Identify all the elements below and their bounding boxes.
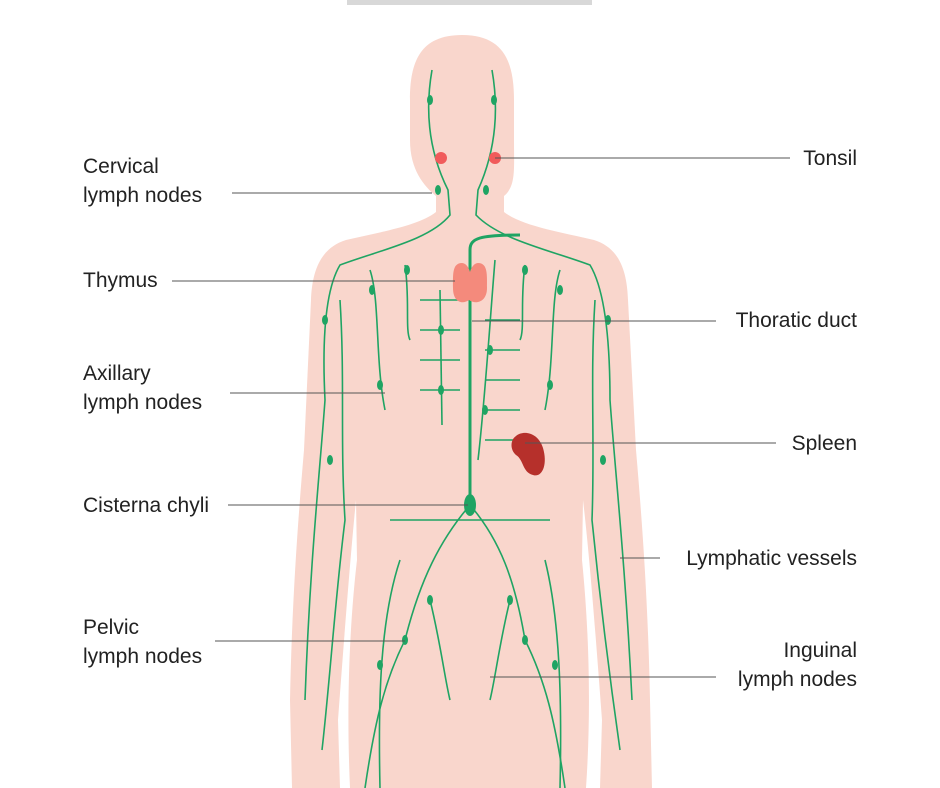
label-inguinal-lymph-nodes: Inguinal lymph nodes [738, 636, 857, 694]
label-axillary-lymph-nodes: Axillary lymph nodes [83, 359, 202, 417]
label-pelvic-lymph-nodes: Pelvic lymph nodes [83, 613, 202, 671]
label-lymphatic-vessels: Lymphatic vessels [686, 547, 857, 570]
label-tonsil: Tonsil [803, 147, 857, 170]
spleen [511, 432, 545, 476]
label-cervical-lymph-nodes: Cervical lymph nodes [83, 152, 202, 210]
label-line: lymph nodes [83, 645, 203, 668]
label-line: lymph nodes [737, 668, 857, 691]
tonsil-left [435, 152, 447, 164]
thoracic-duct [468, 233, 521, 505]
label-thoratic-duct: Thoratic duct [735, 309, 857, 332]
label-line: Axillary [83, 362, 151, 385]
cisterna-chyli [464, 494, 476, 516]
lymph-nodes [322, 95, 611, 670]
leader-lines [172, 157, 790, 678]
label-cisterna-chyli: Cisterna chyli [83, 494, 210, 517]
label-line: Pelvic [83, 616, 140, 639]
label-spleen: Spleen [791, 432, 857, 455]
label-thymus: Thymus [83, 269, 158, 292]
top-bar [347, 0, 592, 5]
label-line: lymph nodes [83, 391, 203, 414]
label-line: Cervical [83, 155, 159, 178]
thymus [452, 263, 488, 303]
label-line: lymph nodes [83, 184, 203, 207]
label-line: Inguinal [783, 639, 857, 662]
